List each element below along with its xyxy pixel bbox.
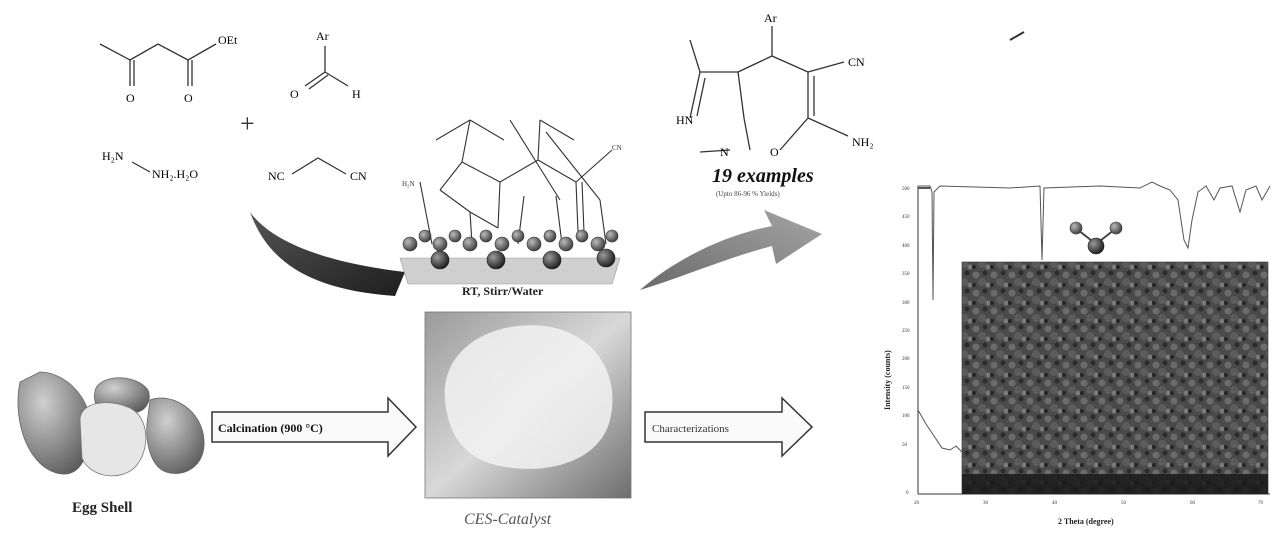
- y-tick: 0: [906, 491, 909, 496]
- y-tick: 200: [902, 357, 910, 362]
- aldehyde-o-label: O: [290, 87, 299, 101]
- y-tick: 350: [902, 272, 910, 277]
- calcination-arrow: [211, 396, 418, 458]
- calcination-label: Calcination (900 °C): [218, 421, 323, 435]
- characterizations-label: Characterizations: [652, 423, 729, 435]
- product-n-label: N: [720, 145, 729, 159]
- product-cn-label: CN: [848, 55, 865, 69]
- reaction-condition-label: RT, Stirr/Water: [462, 284, 544, 298]
- xrd-y-ticks: 500 450 400 350 300 250 200 150 100 50 0: [902, 187, 910, 496]
- ethyl-acetoacetate-structure: [99, 43, 217, 86]
- ketoester-o1-label: O: [126, 91, 135, 105]
- xrd-x-label: 2 Theta (degree): [1058, 517, 1114, 526]
- xrd-x-ticks: 20 30 40 50 60 70: [914, 501, 1264, 506]
- product-ar-label: Ar: [764, 11, 777, 25]
- x-tick: 40: [1052, 501, 1058, 506]
- catalyst-mechanism: H₂N CN: [399, 119, 622, 285]
- plus-sign: +: [240, 109, 255, 138]
- catalyst-label: CES-Catalyst: [464, 511, 552, 528]
- y-tick: 500: [902, 187, 910, 192]
- y-tick: 150: [902, 386, 910, 391]
- molecule-icon: [1069, 221, 1123, 255]
- ketoester-oet-label: OEt: [218, 33, 238, 47]
- malononitrile-cn-label: CN: [350, 169, 367, 183]
- aldehyde-ar-label: Ar: [316, 29, 329, 43]
- mechanism-cn-label: CN: [612, 144, 622, 152]
- hydrazine-rest-label: NH₂.H₂O: [152, 167, 198, 181]
- characterizations-arrow: [644, 396, 814, 458]
- x-tick: 60: [1190, 501, 1196, 506]
- y-tick: 100: [902, 414, 910, 419]
- product-hn-label: HN: [676, 113, 694, 127]
- x-tick: 20: [914, 501, 920, 506]
- product-o-label: O: [770, 145, 779, 159]
- y-tick: 250: [902, 329, 910, 334]
- stray-mark: [1009, 31, 1025, 41]
- y-tick: 400: [902, 244, 910, 249]
- product-structure: [689, 26, 849, 153]
- examples-label: 19 examples: [712, 165, 814, 187]
- y-tick: 450: [902, 215, 910, 220]
- ketoester-o2-label: O: [184, 91, 193, 105]
- aldehyde-h-label: H: [352, 87, 361, 101]
- egg-shell-label: Egg Shell: [72, 500, 132, 516]
- y-tick: 300: [902, 301, 910, 306]
- egg-shell-image: [17, 371, 205, 477]
- x-tick: 50: [1121, 501, 1127, 506]
- x-tick: 70: [1258, 501, 1264, 506]
- malononitrile-nc-label: NC: [268, 169, 285, 183]
- sem-image: [961, 261, 1269, 495]
- hydrazine-h2n-label: H₂N: [102, 149, 124, 163]
- product-nh2-label: NH₂: [852, 135, 874, 149]
- y-tick: 50: [902, 443, 908, 448]
- aldehyde-structure: [304, 46, 349, 90]
- curved-arrow-left: [250, 212, 405, 296]
- yield-label: (Upto 86-96 % Yields): [716, 190, 780, 198]
- xrd-y-label: Intensity (counts): [883, 350, 892, 410]
- x-tick: 30: [983, 501, 989, 506]
- curved-arrow-right: [640, 210, 822, 290]
- xrd-pattern-line: [918, 181, 1271, 301]
- mechanism-h2n-label: H₂N: [402, 180, 415, 188]
